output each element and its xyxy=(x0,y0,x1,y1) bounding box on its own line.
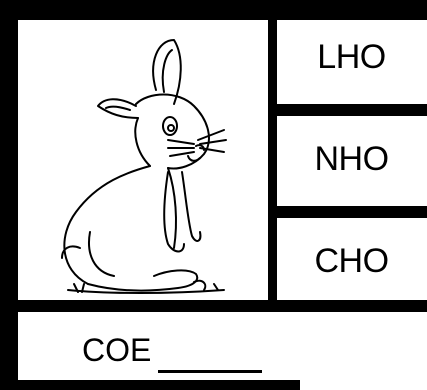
answer-blank[interactable] xyxy=(158,370,262,373)
divider-option-1 xyxy=(268,104,427,116)
rabbit-icon xyxy=(61,39,227,294)
option-lho[interactable]: LHO xyxy=(317,38,386,76)
word-prefix: COE xyxy=(82,332,152,368)
border-bottom xyxy=(0,380,300,390)
divider-image-right xyxy=(268,0,277,308)
option-cho[interactable]: CHO xyxy=(314,242,389,280)
border-top xyxy=(0,0,427,20)
divider-option-2 xyxy=(268,206,427,218)
border-left xyxy=(0,0,18,390)
divider-row-bottom xyxy=(0,300,427,312)
option-nho[interactable]: NHO xyxy=(314,140,389,178)
